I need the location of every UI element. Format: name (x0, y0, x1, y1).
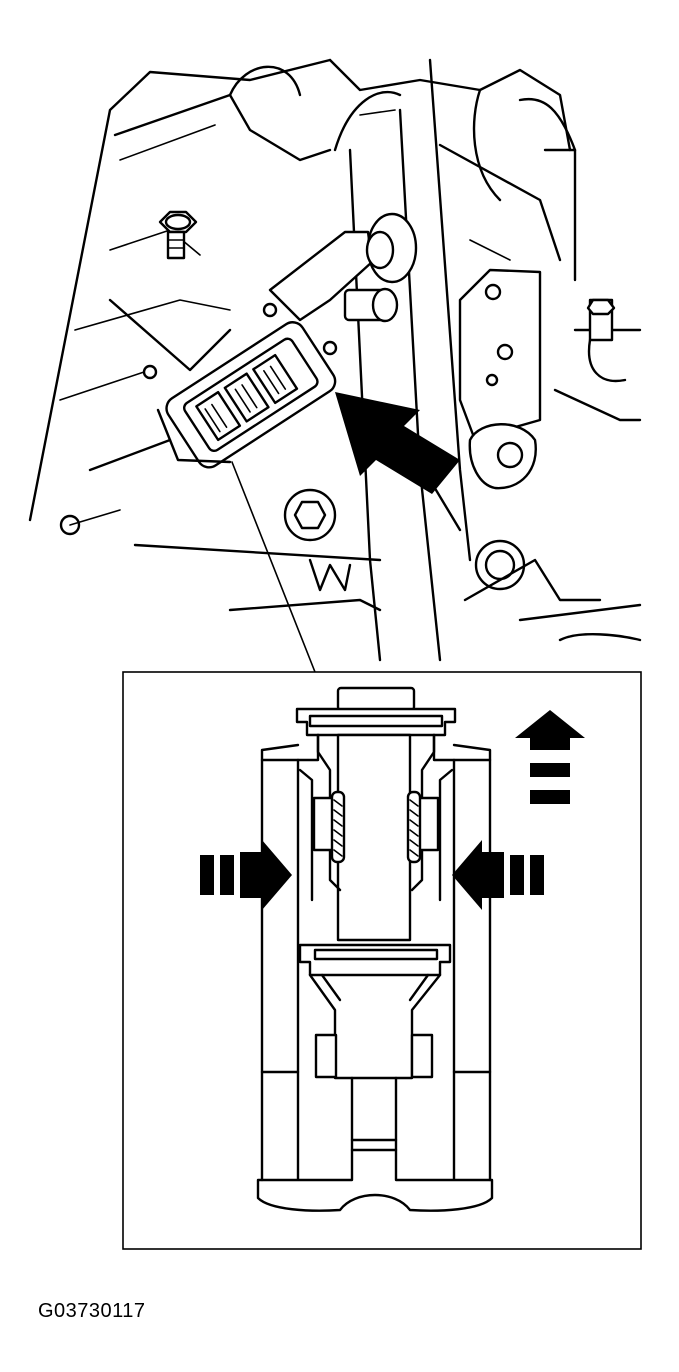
sensor-assembly (142, 212, 418, 673)
press-right-arrow-icon (200, 840, 292, 910)
press-left-arrow-icon (452, 840, 544, 910)
release-up-arrow-icon (515, 710, 585, 804)
large-pointer-arrow-icon (335, 392, 460, 494)
engine-overview (28, 58, 642, 662)
figure-id-label: G03730117 (38, 1300, 146, 1322)
detail-inset (122, 671, 642, 1250)
